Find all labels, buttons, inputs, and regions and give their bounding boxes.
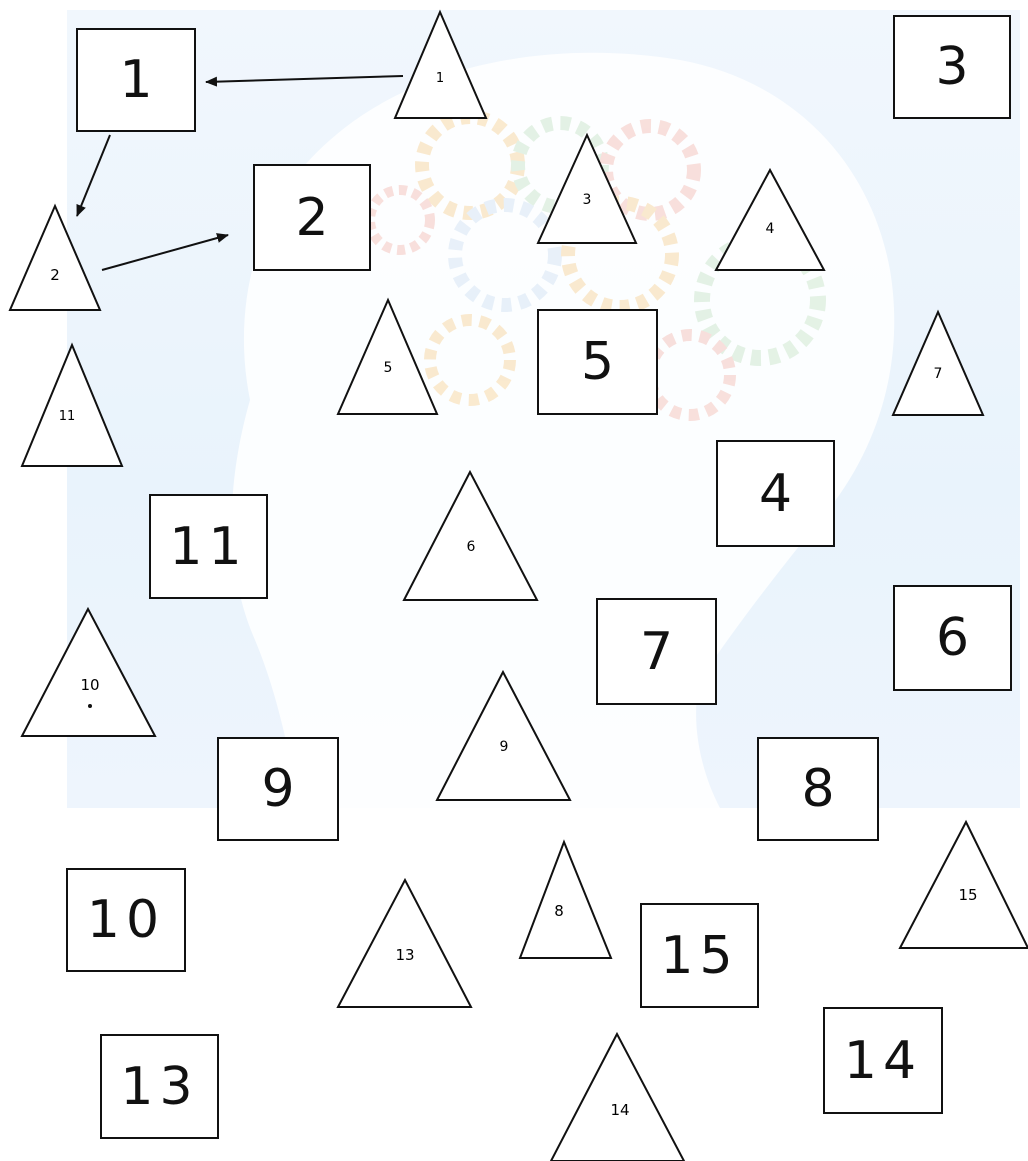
square-label: 13: [120, 1061, 198, 1113]
arrow-square1-to-triangle2: [77, 135, 110, 216]
triangle-label: 11: [59, 409, 76, 424]
square-5: 5: [537, 309, 658, 415]
triangle-label: 10: [80, 676, 99, 694]
triangle-1: 1: [395, 12, 486, 118]
square-9: 9: [217, 737, 339, 841]
dot-mark: [88, 704, 92, 708]
square-label: 4: [759, 468, 792, 520]
triangle-8: 8: [520, 842, 611, 958]
triangle-15: 15: [900, 822, 1028, 948]
triangle-14: 14: [551, 1034, 684, 1161]
triangle-7: 7: [893, 312, 983, 415]
triangle-label: 7: [934, 366, 943, 382]
arrow-triangle1-to-square1: [206, 76, 403, 82]
square-7: 7: [596, 598, 717, 705]
square-label: 6: [936, 612, 969, 664]
triangle-label: 4: [766, 221, 775, 237]
triangle-label: 5: [384, 360, 393, 376]
square-label: 15: [660, 930, 738, 982]
square-label: 14: [844, 1035, 922, 1087]
square-11: 11: [149, 494, 268, 599]
square-label: 10: [87, 894, 165, 946]
square-label: 3: [935, 41, 968, 93]
triangle-11: 11: [22, 345, 122, 466]
square-1: 1: [76, 28, 196, 132]
square-15: 15: [640, 903, 759, 1008]
square-4: 4: [716, 440, 835, 547]
square-2: 2: [253, 164, 371, 271]
triangle-label: 9: [500, 739, 509, 755]
triangle-2: 2: [10, 206, 100, 310]
square-3: 3: [893, 15, 1011, 119]
triangle-label: 8: [554, 902, 564, 920]
triangle-label: 1: [436, 71, 444, 86]
square-13: 13: [100, 1034, 219, 1139]
triangle-label: 14: [610, 1101, 629, 1119]
triangle-label: 6: [467, 539, 476, 555]
square-10: 10: [66, 868, 186, 972]
square-label: 11: [169, 521, 247, 573]
square-label: 5: [581, 336, 614, 388]
triangle-label: 3: [583, 192, 592, 208]
triangle-13: 13: [338, 880, 471, 1007]
square-label: 8: [801, 763, 834, 815]
triangle-10: 10: [22, 609, 155, 736]
square-8: 8: [757, 737, 879, 841]
triangle-label: 2: [50, 266, 60, 284]
square-label: 1: [119, 54, 152, 106]
square-label: 9: [261, 763, 294, 815]
arrow-triangle2-to-square2: [102, 235, 228, 270]
triangle-label: 13: [395, 946, 414, 964]
triangle-label: 15: [958, 886, 977, 904]
square-label: 7: [640, 626, 673, 678]
square-label: 2: [295, 192, 328, 244]
square-14: 14: [823, 1007, 943, 1114]
square-6: 6: [893, 585, 1012, 691]
